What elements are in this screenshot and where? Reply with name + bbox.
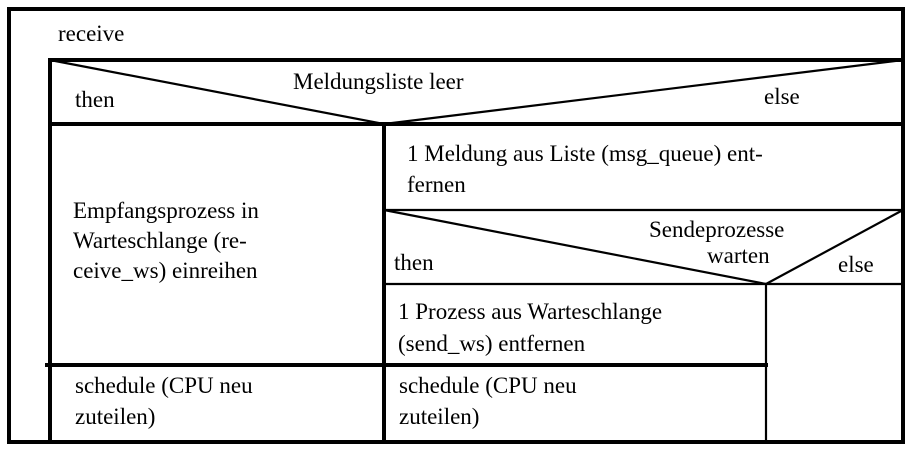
remove-process-line-2: (send_ws) entfernen [398,331,586,356]
inner-triangle-left [383,208,767,286]
decision-triangle-left [49,58,385,126]
remove-message-line-1: 1 Meldung aus Liste (msg_queue) ent- [407,141,763,166]
else-schedule-line-2: zuteilen) [399,404,479,429]
outer-frame [7,7,905,444]
outer-else-label: else [764,84,800,109]
inner-condition-line-1: Sendeprozesse [649,217,784,242]
remove-process-line-1: 1 Prozess aus Warteschlange [398,299,662,324]
then-action-line-2: Warteschlange (re- [73,228,247,253]
remove-message-line-2: fernen [407,172,466,197]
block-label: receive [58,21,124,46]
inner-then-label: then [394,250,434,275]
else-schedule-line-1: schedule (CPU neu [399,373,577,398]
then-action-line-3: ceive_ws) einreihen [73,258,258,283]
inner-triangle-right [765,209,904,285]
then-action-line-1: Empfangsprozess in [73,198,259,223]
then-schedule-line-1: schedule (CPU neu [75,373,253,398]
inner-condition-line-2: warten [707,243,770,268]
outer-then-label: then [75,87,115,112]
decision-triangle-right [383,58,904,126]
outer-condition: Meldungsliste leer [293,69,464,94]
then-schedule-line-2: zuteilen) [75,404,155,429]
inner-else-label: else [838,252,874,277]
